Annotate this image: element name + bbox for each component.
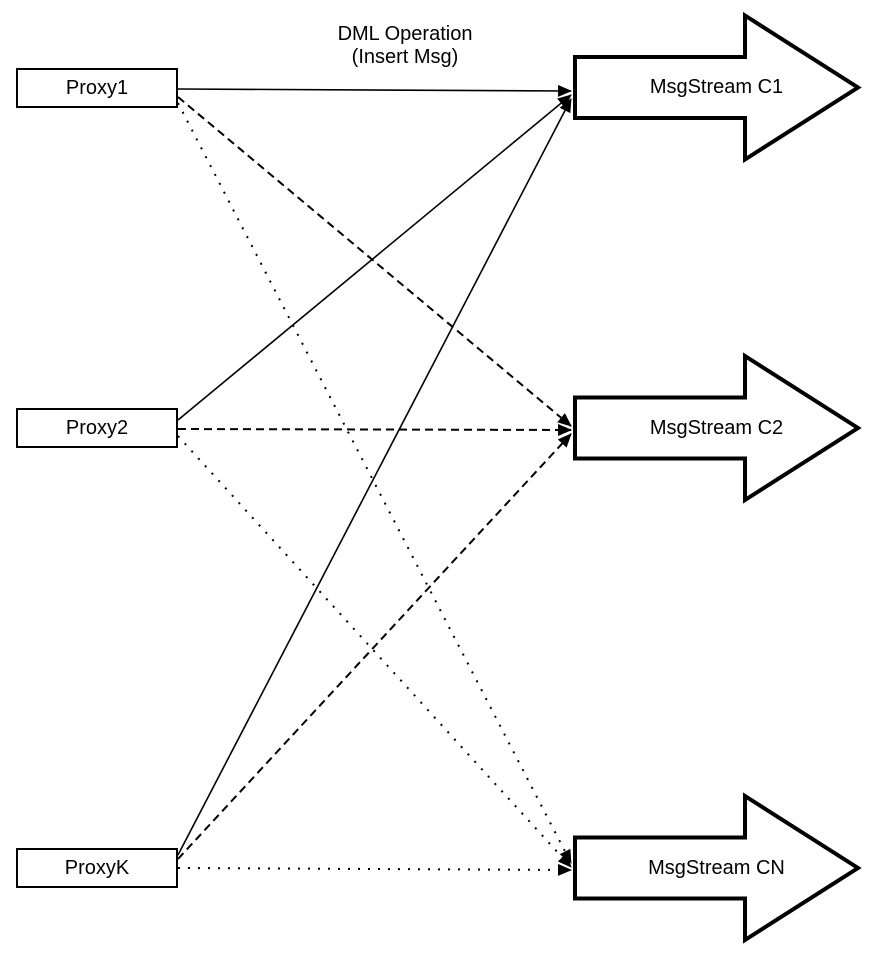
msgstream-cn-arrow-shape <box>573 792 862 944</box>
msgstream-c2-label: MsgStream C2 <box>649 417 784 439</box>
edge-proxy1-msgstream-c1 <box>177 84 572 97</box>
block-arrow-group <box>573 11 862 944</box>
edge-proxy2-msgstream-c1 <box>177 94 572 421</box>
dml-operation-label-line2: (Insert Msg) <box>351 46 459 68</box>
edge-proxy2-msgstream-c2 <box>177 423 572 436</box>
edge-proxyk-msgstream-c2 <box>177 433 572 860</box>
proxy2-box: Proxy2 <box>16 408 178 448</box>
edge-proxyk-msgstream-cn <box>177 863 572 876</box>
msgstream-c1-label: MsgStream C1 <box>649 76 784 98</box>
msgstream-c1-arrow-shape <box>573 11 862 164</box>
edge-group <box>177 84 572 876</box>
edge-proxy2-msgstream-cn <box>177 435 572 868</box>
proxyk-box: ProxyK <box>16 848 178 888</box>
edge-proxyk-msgstream-c1 <box>177 98 572 856</box>
edge-proxy1-msgstream-cn <box>177 102 572 864</box>
proxy1-label: Proxy1 <box>65 76 129 99</box>
edge-proxy1-msgstream-c2 <box>177 96 572 427</box>
proxyk-label: ProxyK <box>64 856 130 879</box>
msgstream-cn-label: MsgStream CN <box>648 857 785 879</box>
proxy2-label: Proxy2 <box>65 416 129 439</box>
dml-operation-label-line1: DML Operation <box>337 23 473 45</box>
proxy1-box: Proxy1 <box>16 68 178 108</box>
dml-operation-label: DML Operation (Insert Msg) <box>285 23 525 69</box>
msgstream-c2-arrow-shape <box>573 352 862 504</box>
